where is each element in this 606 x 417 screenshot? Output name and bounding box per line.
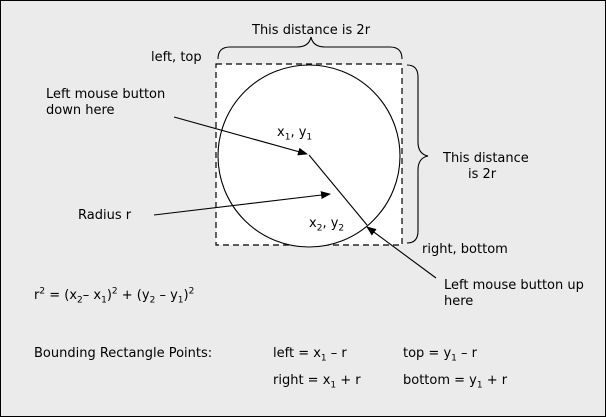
bounding-title: Bounding Rectangle Points: (34, 346, 213, 361)
right-bottom-label: right, bottom (422, 242, 508, 257)
left-down-label-line2: down here (46, 103, 115, 118)
left-up-label-line1: Left mouse button up (444, 278, 584, 293)
bounding-right: right = x1 + r (273, 373, 361, 391)
center-point-label: x1, y1 (277, 125, 313, 143)
down-arrow (173, 116, 308, 156)
edge-point-label: x2, y2 (309, 216, 345, 234)
bounding-top: top = y1 – r (403, 346, 477, 364)
left-top-label: left, top (151, 50, 202, 65)
left-down-label-line1: Left mouse button (46, 87, 166, 102)
radius-line (308, 154, 368, 226)
bounding-bottom: bottom = y1 + r (403, 373, 508, 391)
distance-top-label: This distance is 2r (252, 23, 371, 38)
distance-right-label-line1: This distance (443, 151, 529, 166)
distance-right-label-line2: is 2r (468, 167, 497, 182)
bounding-left: left = x1 – r (273, 346, 347, 364)
radius-formula: r2 = (x2– x1)2 + (y2 – y1)2 (34, 286, 195, 306)
right-brace (406, 64, 429, 244)
up-arrow (366, 226, 437, 279)
left-up-label-line2: here (444, 294, 474, 309)
radius-label: Radius r (78, 208, 132, 223)
top-brace (217, 36, 403, 60)
radius-arrow (153, 191, 331, 216)
